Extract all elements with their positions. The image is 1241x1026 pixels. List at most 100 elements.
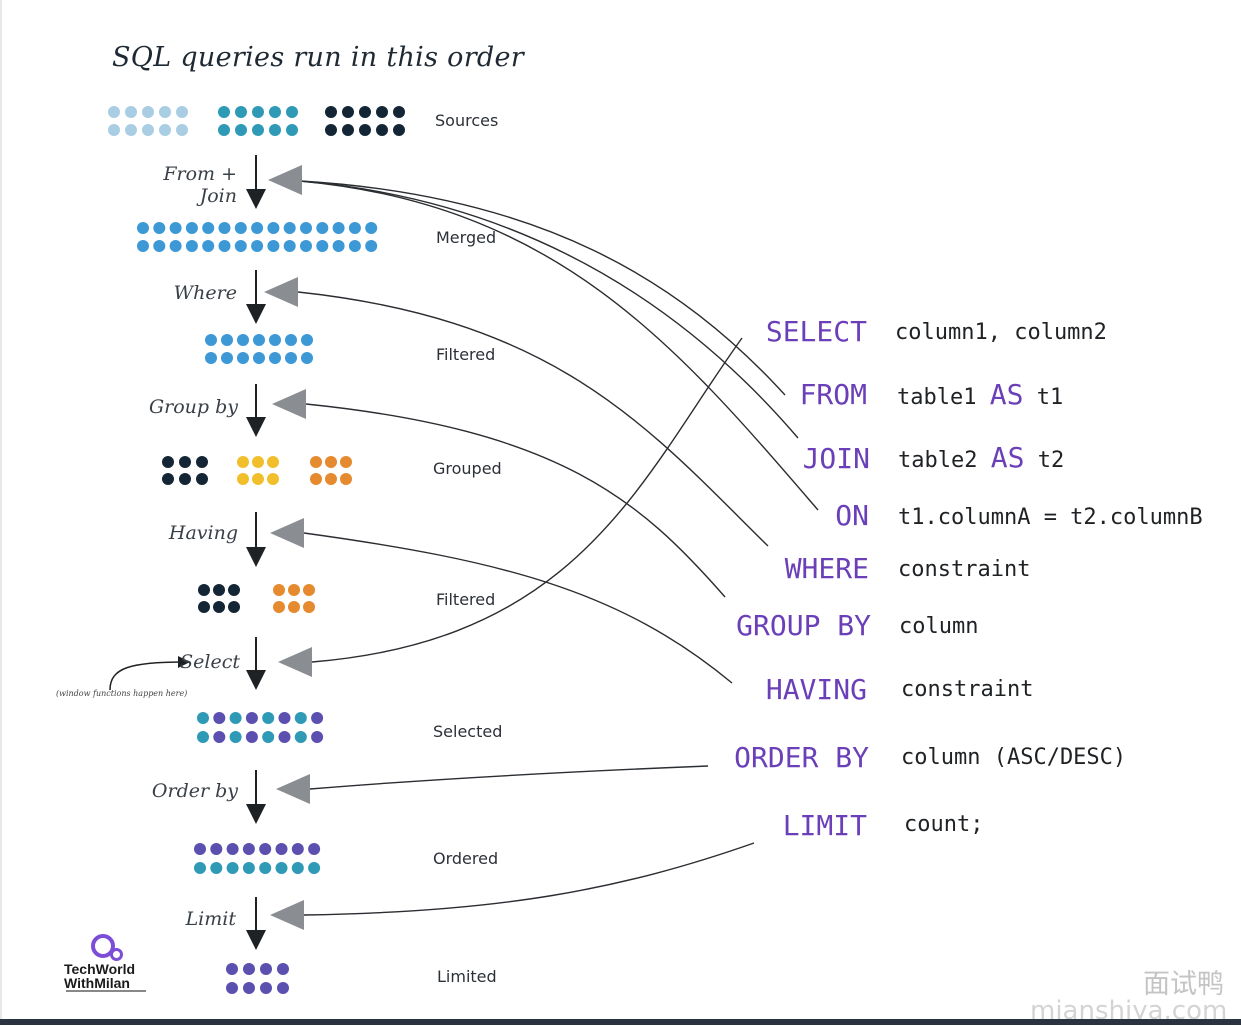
dot: [260, 982, 272, 994]
arrowhead-group-by: [272, 389, 306, 419]
dot: [125, 106, 137, 118]
dot: [285, 352, 297, 364]
dot: [253, 352, 265, 364]
dot: [340, 456, 352, 468]
dot: [218, 240, 231, 252]
alias-keyword-from: AS: [989, 378, 1024, 411]
dot: [242, 862, 255, 874]
dot: [269, 352, 281, 364]
argument-order-by: column (ASC/DESC): [901, 745, 1127, 770]
argument-on: t1.columnA = t2.columnB: [898, 505, 1203, 530]
argument-where: constraint: [898, 557, 1031, 582]
dot: [179, 456, 191, 468]
dot: [205, 334, 217, 346]
dot: [197, 731, 209, 743]
dot: [137, 240, 149, 252]
dot: [311, 731, 324, 743]
dot: [196, 456, 208, 468]
dot: [218, 124, 230, 136]
argument-group-by: column: [899, 614, 979, 639]
dot: [153, 240, 166, 252]
dot: [202, 222, 215, 234]
dot: [197, 712, 209, 724]
dots-filtered-2a: [198, 584, 240, 613]
arrowhead-select: [278, 647, 312, 677]
dots-group-3: [310, 456, 352, 485]
arrowhead-having: [270, 518, 304, 548]
window-functions-note: (window functions happen here): [56, 689, 188, 698]
argument-limit: count;: [904, 812, 984, 837]
dot: [348, 222, 361, 234]
dot: [286, 106, 298, 118]
alias-keyword-join: AS: [990, 441, 1025, 474]
dot: [303, 601, 315, 613]
dot: [234, 222, 247, 234]
dot: [316, 240, 329, 252]
dot: [269, 106, 281, 118]
dot: [310, 456, 322, 468]
logo-line-1: TechWorld: [64, 961, 136, 977]
dot: [235, 106, 247, 118]
dot: [228, 584, 240, 596]
dot: [169, 240, 182, 252]
dot: [218, 222, 231, 234]
dot: [196, 473, 208, 485]
dot: [179, 473, 191, 485]
dot: [185, 240, 198, 252]
dot: [294, 731, 307, 743]
curve-from: [299, 180, 786, 396]
mapping-curves: [264, 165, 819, 930]
dot: [198, 601, 210, 613]
flow-arrows: [109, 155, 266, 950]
dots-merged: [137, 222, 378, 252]
argument-select: column1, column2: [895, 320, 1107, 345]
dot: [162, 473, 174, 485]
dot: [273, 601, 285, 613]
dot: [259, 843, 272, 855]
curve-select: [311, 337, 743, 663]
state-label-merged: Merged: [436, 228, 497, 247]
dot: [262, 731, 275, 743]
dots-source-1: [108, 106, 188, 136]
dot: [359, 124, 371, 136]
dot: [267, 473, 279, 485]
dots-source-2: [218, 106, 298, 136]
curve-join: [299, 180, 799, 439]
dot: [365, 240, 378, 252]
dots-group-1: [162, 456, 208, 485]
logo-tagline-bar: [66, 990, 146, 992]
dot: [159, 124, 171, 136]
keyword-select: SELECT: [765, 315, 867, 348]
dot: [300, 240, 312, 252]
state-label-selected: Selected: [433, 722, 503, 741]
arrowhead-where: [264, 277, 298, 307]
arrowhead-order-by: [276, 774, 310, 804]
dot: [325, 473, 337, 485]
dots-selected: [197, 712, 324, 743]
dot: [235, 124, 247, 136]
dots-filtered-2b: [273, 584, 315, 613]
dot: [269, 124, 281, 136]
dot: [252, 124, 264, 136]
dot: [291, 843, 304, 855]
dot: [253, 334, 265, 346]
techworld-logo: TechWorld WithMilan: [62, 934, 146, 994]
dot: [294, 712, 307, 724]
dot: [237, 456, 249, 468]
dot: [252, 456, 264, 468]
curve-limit: [303, 842, 755, 916]
dot: [376, 124, 388, 136]
dot: [308, 862, 321, 874]
state-label-grouped: Grouped: [433, 459, 502, 478]
dot: [376, 106, 388, 118]
state-label-filtered-1: Filtered: [436, 345, 496, 364]
dot: [108, 124, 120, 136]
bottom-bar: [0, 1019, 1241, 1025]
dot: [237, 334, 249, 346]
arrowhead-from-join: [268, 165, 302, 195]
dot: [245, 712, 258, 724]
curve-group-by: [305, 403, 726, 598]
dot: [262, 712, 275, 724]
dot: [325, 456, 337, 468]
